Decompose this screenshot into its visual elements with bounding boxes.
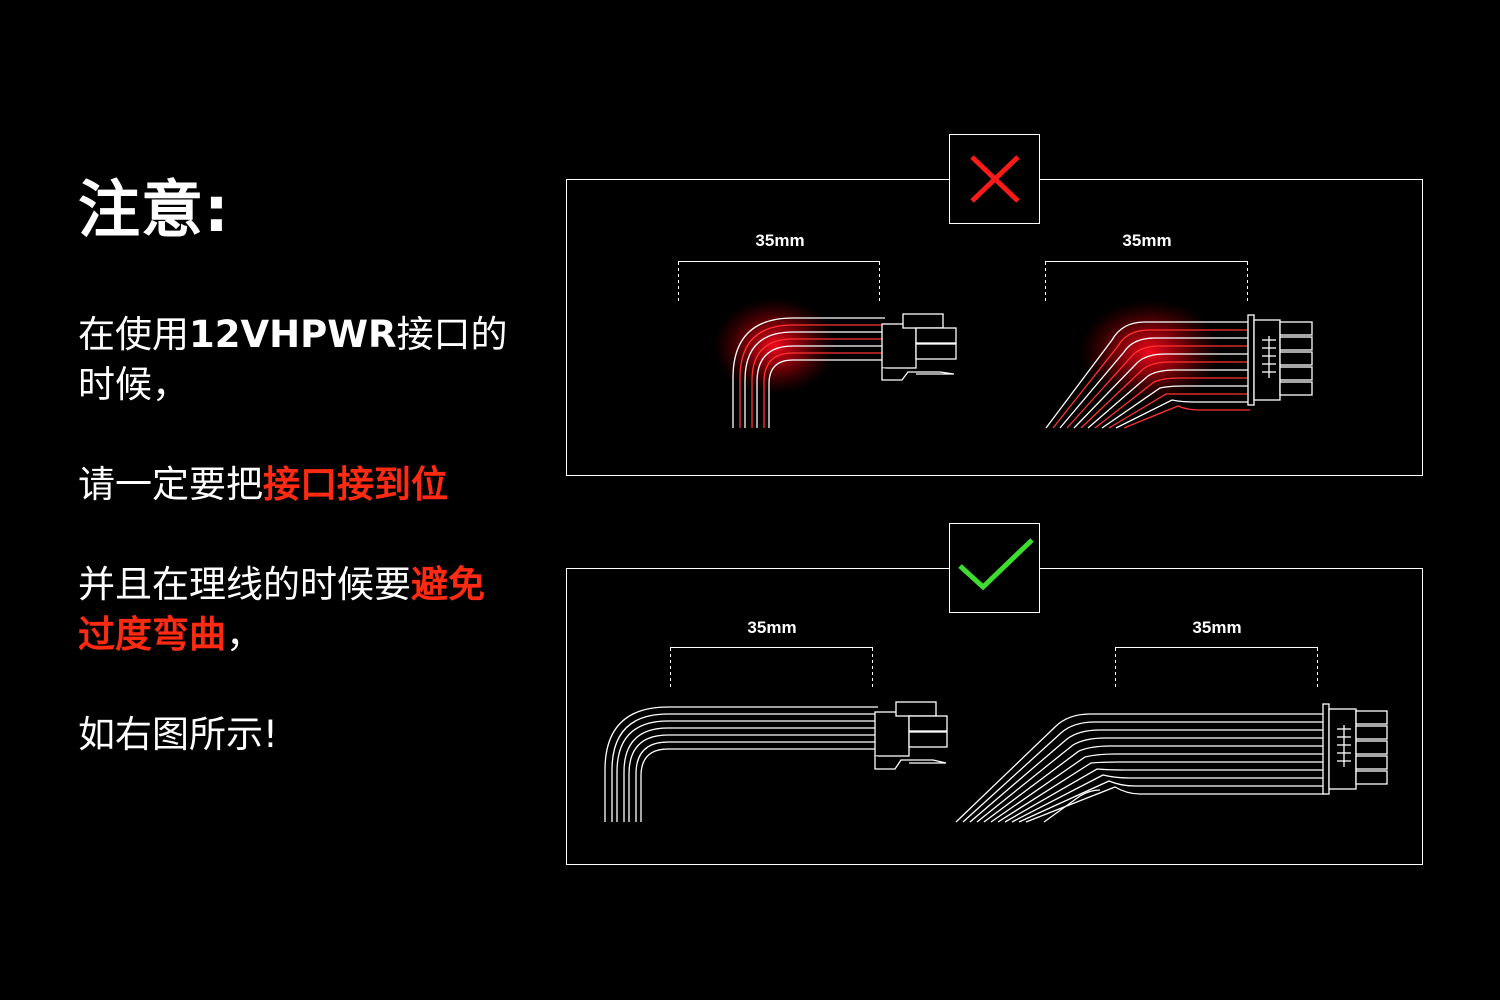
cross-icon (949, 134, 1040, 224)
wrong-left-stress-glow (713, 298, 837, 394)
connector-name: 12VHPWR (189, 313, 397, 356)
right-right-connector (1322, 703, 1388, 795)
instruction-line-1-pre: 在使用 (78, 313, 189, 356)
wrong-right-cable (1045, 321, 1250, 429)
wrong-panel: 35mm 35mm (566, 134, 1423, 476)
wrong-right-stress-glow (1078, 300, 1222, 404)
right-left-connector (874, 701, 948, 770)
instruction-line-3-highlight: 避免过度弯曲 (78, 563, 485, 656)
right-left-cable (604, 706, 878, 822)
check-icon (949, 523, 1040, 613)
right-right-cable (955, 713, 1325, 823)
page-title: 注意: (78, 173, 230, 246)
instruction-line-3-post: ， (226, 613, 263, 656)
instruction-line-1: 在使用12VHPWR接口的时候， (78, 310, 518, 410)
right-right-dimension-label: 35mm (1192, 618, 1241, 637)
instruction-line-4: 如右图所示! (78, 713, 278, 756)
instruction-line-1-post: 接口的时候， (78, 313, 508, 406)
wrong-left-cable (732, 317, 885, 428)
right-right-dimension: 35mm (1115, 618, 1318, 690)
wrong-left-connector (881, 313, 957, 381)
instruction-line-2: 请一定要把接口接到位 (78, 460, 518, 510)
wrong-right-connector (1247, 314, 1313, 406)
instruction-line-2-pre: 请一定要把 (78, 463, 263, 506)
instructions-column: 注意: 在使用12VHPWR接口的时候， 请一定要把接口接到位 并且在理线的时候… (78, 170, 518, 810)
wrong-left-dimension-label: 35mm (755, 231, 804, 250)
wrong-right-dimension: 35mm (1045, 231, 1248, 302)
wrong-right-dimension-label: 35mm (1122, 231, 1171, 250)
instruction-line-3-pre: 并且在理线的时候要 (78, 563, 411, 606)
right-left-dimension-label: 35mm (747, 618, 796, 637)
right-panel: 35mm 35mm (566, 523, 1423, 865)
right-left-dimension: 35mm (670, 618, 873, 690)
instruction-line-2-highlight: 接口接到位 (263, 463, 448, 506)
instruction-line-3: 并且在理线的时候要避免过度弯曲， (78, 560, 518, 660)
wrong-left-dimension: 35mm (678, 231, 880, 302)
